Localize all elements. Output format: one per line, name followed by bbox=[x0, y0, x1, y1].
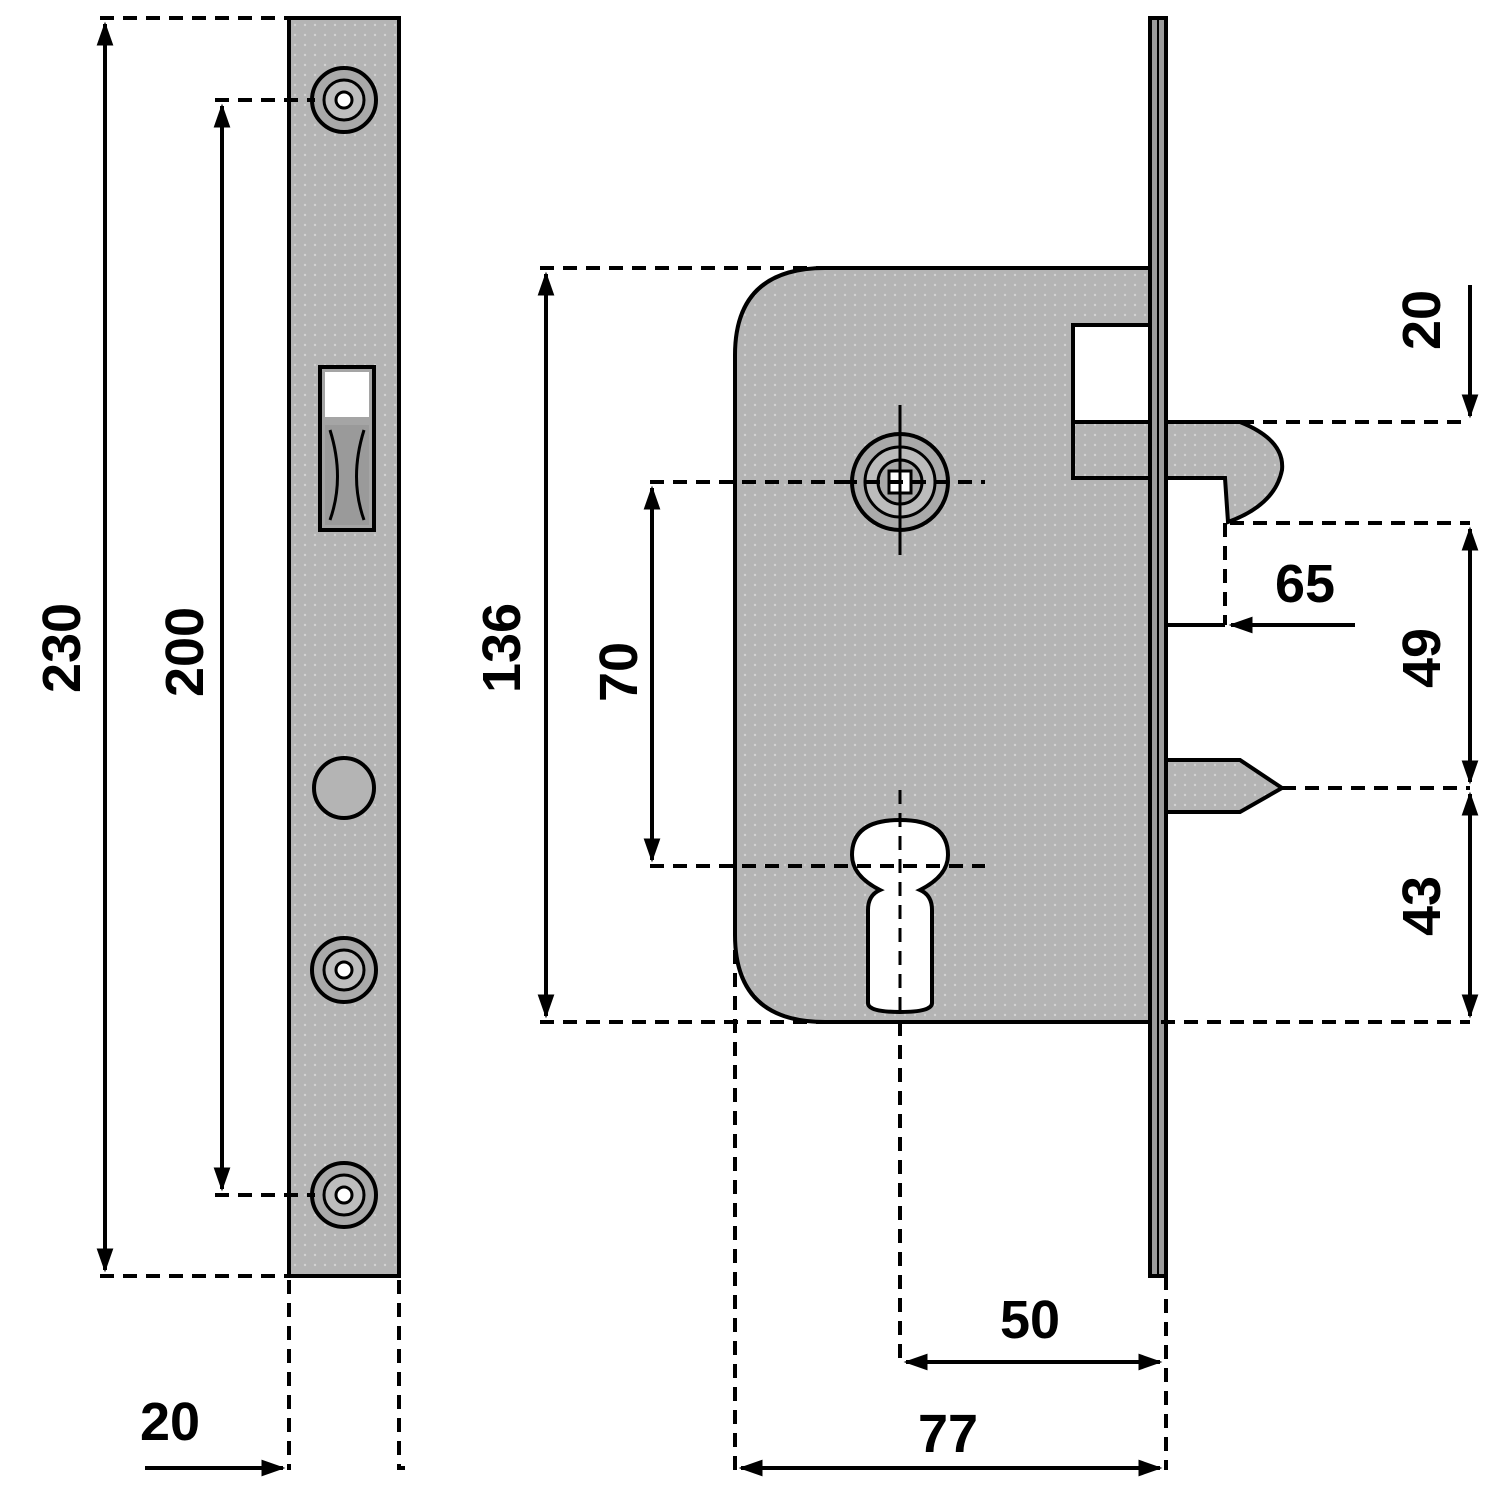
dimension-backset: 50 bbox=[903, 1290, 1163, 1371]
label-top-to-latch: 20 bbox=[1392, 290, 1452, 350]
deadbolt-hole bbox=[312, 756, 376, 820]
lock-body bbox=[650, 16, 1286, 1278]
lock-extension-lines bbox=[540, 266, 1470, 1470]
label-latch-projection: 65 bbox=[1275, 554, 1335, 614]
label-bolt-to-bottom: 43 bbox=[1392, 876, 1452, 936]
dimension-bolt-to-bottom: 43 bbox=[1392, 791, 1479, 1019]
dimension-overall-length: 230 bbox=[32, 21, 114, 1273]
handle-spindle-icon bbox=[843, 405, 985, 555]
label-body-depth: 77 bbox=[918, 1404, 978, 1464]
dimension-top-to-latch: 20 bbox=[1392, 285, 1479, 419]
dimension-faceplate-width: 20 bbox=[140, 1392, 405, 1477]
faceplate bbox=[287, 16, 401, 1278]
screw-hole-icon bbox=[310, 1161, 378, 1229]
dimension-body-depth: 77 bbox=[738, 1404, 1163, 1477]
dimension-body-height: 136 bbox=[472, 271, 555, 1019]
screw-hole-icon bbox=[310, 66, 378, 134]
latch-window bbox=[1071, 323, 1152, 424]
faceplate-body bbox=[287, 16, 401, 1278]
dimension-latch-projection: 65 bbox=[1166, 554, 1355, 634]
label-latch-to-bolt: 49 bbox=[1392, 628, 1452, 688]
label-screw-spacing: 200 bbox=[155, 607, 215, 697]
euro-cylinder-keyhole-icon bbox=[650, 790, 985, 1030]
dimension-handle-to-cylinder: 70 bbox=[589, 485, 661, 863]
screw-hole-icon bbox=[310, 936, 378, 1004]
faceplate-extension-lines bbox=[100, 16, 401, 1470]
latch-slot bbox=[318, 365, 376, 532]
label-handle-to-cylinder: 70 bbox=[589, 642, 649, 702]
label-overall-length: 230 bbox=[32, 603, 92, 693]
deadbolt-icon bbox=[1164, 758, 1286, 814]
label-faceplate-width: 20 bbox=[140, 1392, 200, 1452]
latch-bolt-icon bbox=[1071, 420, 1285, 525]
label-body-height: 136 bbox=[472, 603, 532, 693]
label-backset: 50 bbox=[1000, 1290, 1060, 1350]
dimension-latch-to-bolt: 49 bbox=[1392, 526, 1479, 785]
dimension-screw-spacing: 200 bbox=[155, 103, 231, 1192]
